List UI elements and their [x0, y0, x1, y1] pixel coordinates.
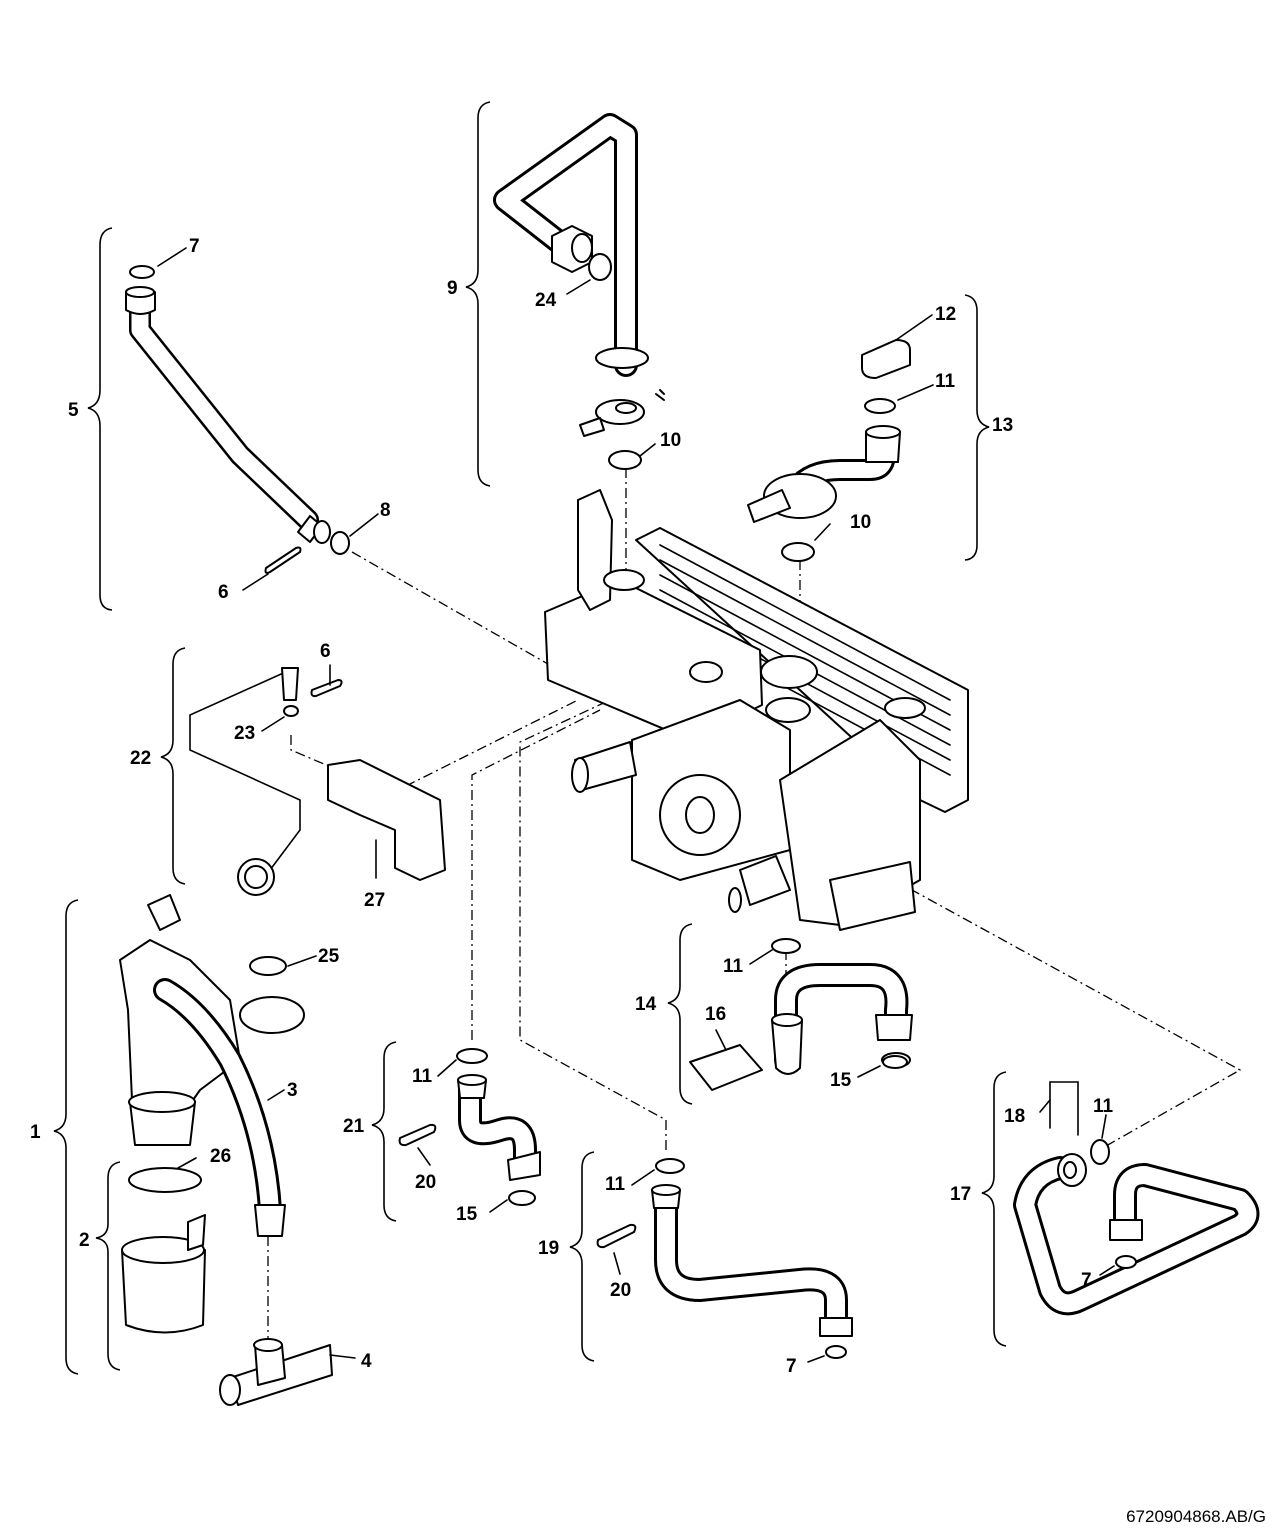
callout-leaders [157, 247, 1115, 1363]
brace-group-2 [95, 1161, 121, 1371]
callout-17: 17 [950, 1184, 971, 1205]
seal-7-pipe-17 [1115, 1255, 1137, 1269]
callout-7-pipe-17: 7 [1081, 1270, 1092, 1291]
callout-27: 27 [364, 890, 385, 911]
callout-6-pipe-5: 6 [218, 582, 229, 603]
callout-14: 14 [635, 994, 657, 1015]
callout-16: 16 [705, 1004, 726, 1025]
brace-group-21 [371, 1041, 397, 1222]
callout-11-pipe-13: 11 [935, 371, 956, 392]
assembly-braces [53, 101, 1007, 1375]
seal-25 [249, 956, 287, 976]
pipe-13 [747, 425, 901, 523]
callout-numbers: 1 2 3 4 5 6 6 7 7 7 8 9 10 10 11 11 11 1… [30, 236, 1114, 1377]
clip-6-pipe-5 [264, 546, 302, 574]
seal-23 [283, 705, 299, 717]
callout-26: 26 [210, 1146, 231, 1167]
clip-16 [689, 1044, 763, 1091]
callout-4: 4 [361, 1351, 372, 1372]
clip-18 [1049, 1081, 1079, 1136]
callout-11-pipe-19: 11 [605, 1174, 626, 1195]
cup-seat [239, 996, 305, 1034]
drain-cup-2 [121, 1167, 206, 1334]
callout-12: 12 [935, 304, 956, 325]
tee-4 [219, 1338, 333, 1406]
seal-11-pipe-13 [864, 398, 896, 414]
clip-10-top [608, 450, 642, 470]
callout-7-pipe-19: 7 [786, 1356, 797, 1377]
siphon-1 [119, 894, 282, 1222]
hose-end-3 [254, 1204, 286, 1237]
callout-20-pipe-21: 20 [415, 1172, 436, 1193]
seal-7-pipe-5 [129, 265, 155, 279]
callout-9: 9 [447, 278, 458, 299]
clip-12 [861, 339, 911, 379]
callout-24: 24 [535, 290, 557, 311]
seal-11-pipe-17 [1090, 1139, 1110, 1165]
callout-1: 1 [30, 1122, 41, 1143]
seal-24 [588, 253, 612, 281]
callout-11-pipe-17: 11 [1093, 1096, 1114, 1117]
callout-15-pipe-21: 15 [456, 1204, 478, 1225]
brace-group-22 [160, 647, 186, 885]
seal-15-pipe-14 [882, 1055, 908, 1069]
callout-13: 13 [992, 415, 1013, 436]
seal-15-pipe-21 [508, 1190, 536, 1206]
clip-10-right [781, 542, 815, 562]
callout-2: 2 [79, 1230, 90, 1251]
clip-20-pipe-21 [398, 1123, 437, 1147]
seal-8 [330, 531, 350, 555]
callout-7-pipe-5: 7 [189, 236, 200, 257]
callout-6-sensor: 6 [320, 641, 331, 662]
bracket-27 [327, 759, 446, 881]
clip-20-pipe-19 [596, 1223, 637, 1249]
centre-line-pipe-17 [911, 889, 1242, 1147]
callout-19: 19 [538, 1238, 559, 1259]
clip-6-sensor [310, 679, 343, 698]
brace-group-1 [53, 899, 79, 1375]
callout-3: 3 [287, 1080, 298, 1101]
centre-line-pipe-19 [519, 699, 667, 1150]
callout-8: 8 [380, 500, 391, 521]
sensor-22 [189, 667, 301, 896]
pipe-14 [771, 938, 913, 1075]
callout-25: 25 [318, 946, 340, 967]
brace-group-9 [465, 101, 491, 487]
callout-15-pipe-14: 15 [830, 1070, 852, 1091]
hydraulic-block [544, 489, 969, 931]
callout-11-pipe-21: 11 [412, 1066, 433, 1087]
callout-10-top: 10 [660, 430, 681, 451]
centre-line-pipe-21 [471, 709, 601, 1040]
pipe-5 [125, 286, 331, 544]
pipe-9 [493, 113, 649, 437]
drawing-reference-code: 6720904868.AB/G [1126, 1507, 1266, 1526]
callout-11-pipe-14: 11 [723, 956, 744, 977]
brace-group-5 [87, 227, 113, 611]
callout-20-pipe-19: 20 [610, 1280, 631, 1301]
pipe-19 [651, 1158, 853, 1337]
pipe-17 [1013, 1153, 1260, 1316]
callout-22: 22 [130, 748, 151, 769]
callout-23: 23 [234, 723, 255, 744]
callout-21: 21 [343, 1116, 365, 1137]
seal-7-pipe-19 [825, 1345, 847, 1359]
callout-5: 5 [68, 400, 79, 421]
callout-18: 18 [1004, 1106, 1025, 1127]
pipe-21 [456, 1048, 541, 1181]
callout-10-right: 10 [850, 512, 871, 533]
screw [655, 389, 665, 401]
brace-group-13 [964, 294, 990, 561]
brace-group-14 [667, 923, 693, 1105]
brace-group-19 [569, 1151, 595, 1362]
brace-group-17 [981, 1071, 1007, 1347]
